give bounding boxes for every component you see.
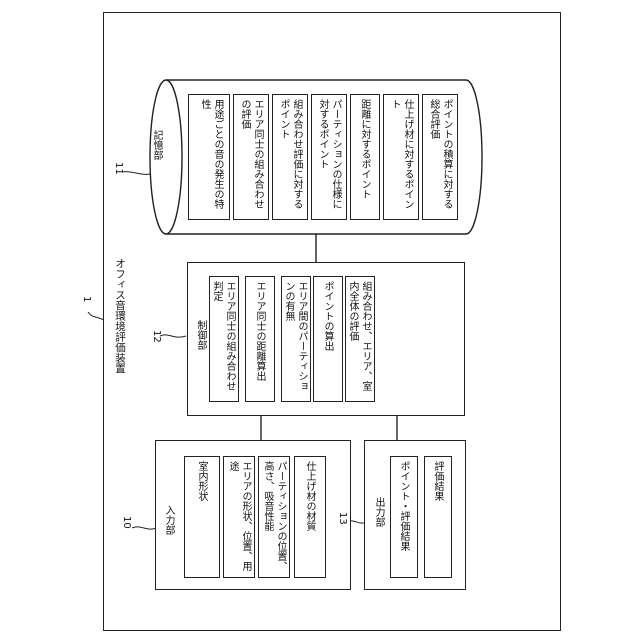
storage-item: 仕上げ材に対するポイント [383, 94, 419, 220]
input-item: 仕上げ材の材質 [294, 456, 326, 578]
output-ref-number: 13 [336, 512, 348, 525]
output-label: 出力部 [372, 497, 384, 527]
output-item: ポイント・評価結果 [390, 456, 418, 578]
storage-item: エリア同士の組み合わせの評価 [233, 94, 269, 220]
control-label: 制御部 [194, 320, 206, 350]
storage-item: 距離に対するポイント [350, 94, 380, 220]
storage-item: パーティションの仕様に対するポイント [311, 94, 347, 220]
control-item: ポイントの算出 [313, 276, 343, 402]
input-label: 入力部 [162, 505, 174, 535]
storage-item: ポイントの積算に対する総合評価 [422, 94, 458, 220]
control-ref-number: 12 [150, 330, 162, 343]
control-item: エリア同士の組み合わせ判定 [209, 276, 239, 402]
storage-item: 用途ごとの音の発生の特性 [188, 94, 230, 220]
control-item: エリア間のパーティションの有無 [281, 276, 311, 402]
input-ref-number: 10 [120, 516, 132, 529]
input-item: パーティションの位置、高さ、吸音性能 [258, 456, 290, 578]
control-item: エリア同士の距離算出 [245, 276, 275, 402]
control-item: 組み合わせ、エリア、室内全体の評価 [345, 276, 375, 402]
storage-label: 記憶部 [150, 130, 162, 160]
input-item: 室内形状 [184, 456, 220, 578]
storage-item: 組み合わせ評価に対するポイント [272, 94, 308, 220]
output-item: 評価結果 [424, 456, 452, 578]
input-item: エリアの形状、位置、用途 [223, 456, 255, 578]
storage-ref-number: 11 [112, 162, 124, 175]
